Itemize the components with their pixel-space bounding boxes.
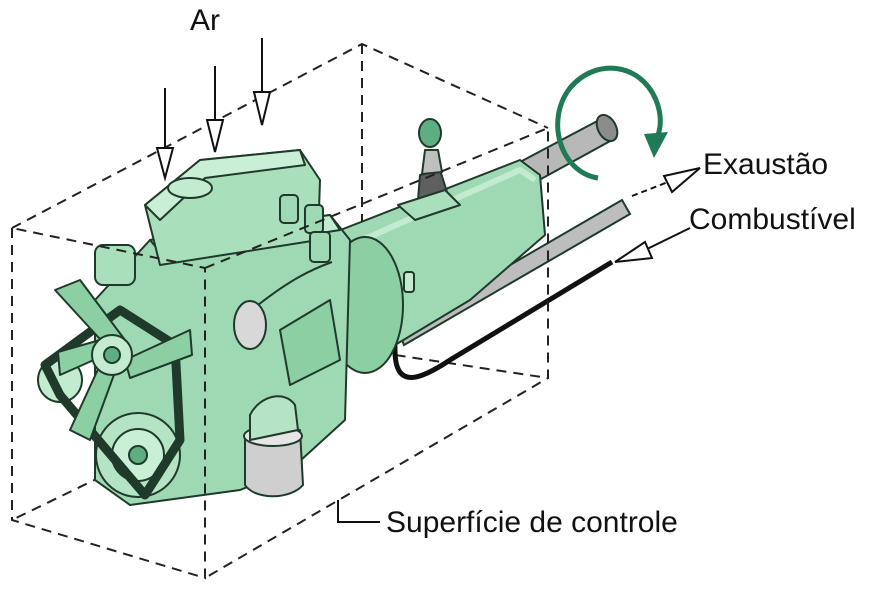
control-surface-label: Superfície de controle [386, 506, 678, 539]
oil-filter [243, 395, 304, 498]
exhaust-arrow [631, 167, 701, 197]
down-arrow-icon [252, 38, 272, 126]
down-arrow-icon [205, 66, 225, 153]
fan [54, 279, 193, 441]
gear-lever [397, 118, 461, 221]
down-arrow-icon [155, 88, 175, 182]
distributor [233, 261, 333, 350]
air-label: Ar [190, 4, 220, 37]
exhaust-label: Exaustão [703, 148, 829, 181]
air-arrows [155, 38, 272, 182]
engine [37, 118, 546, 506]
control-surface-leader [337, 500, 380, 523]
control-surface-box-front [11, 126, 549, 580]
fuel-arrow [614, 227, 691, 263]
rotation-arrow-icon [555, 65, 668, 181]
fuel-label: Combustível [689, 203, 856, 236]
